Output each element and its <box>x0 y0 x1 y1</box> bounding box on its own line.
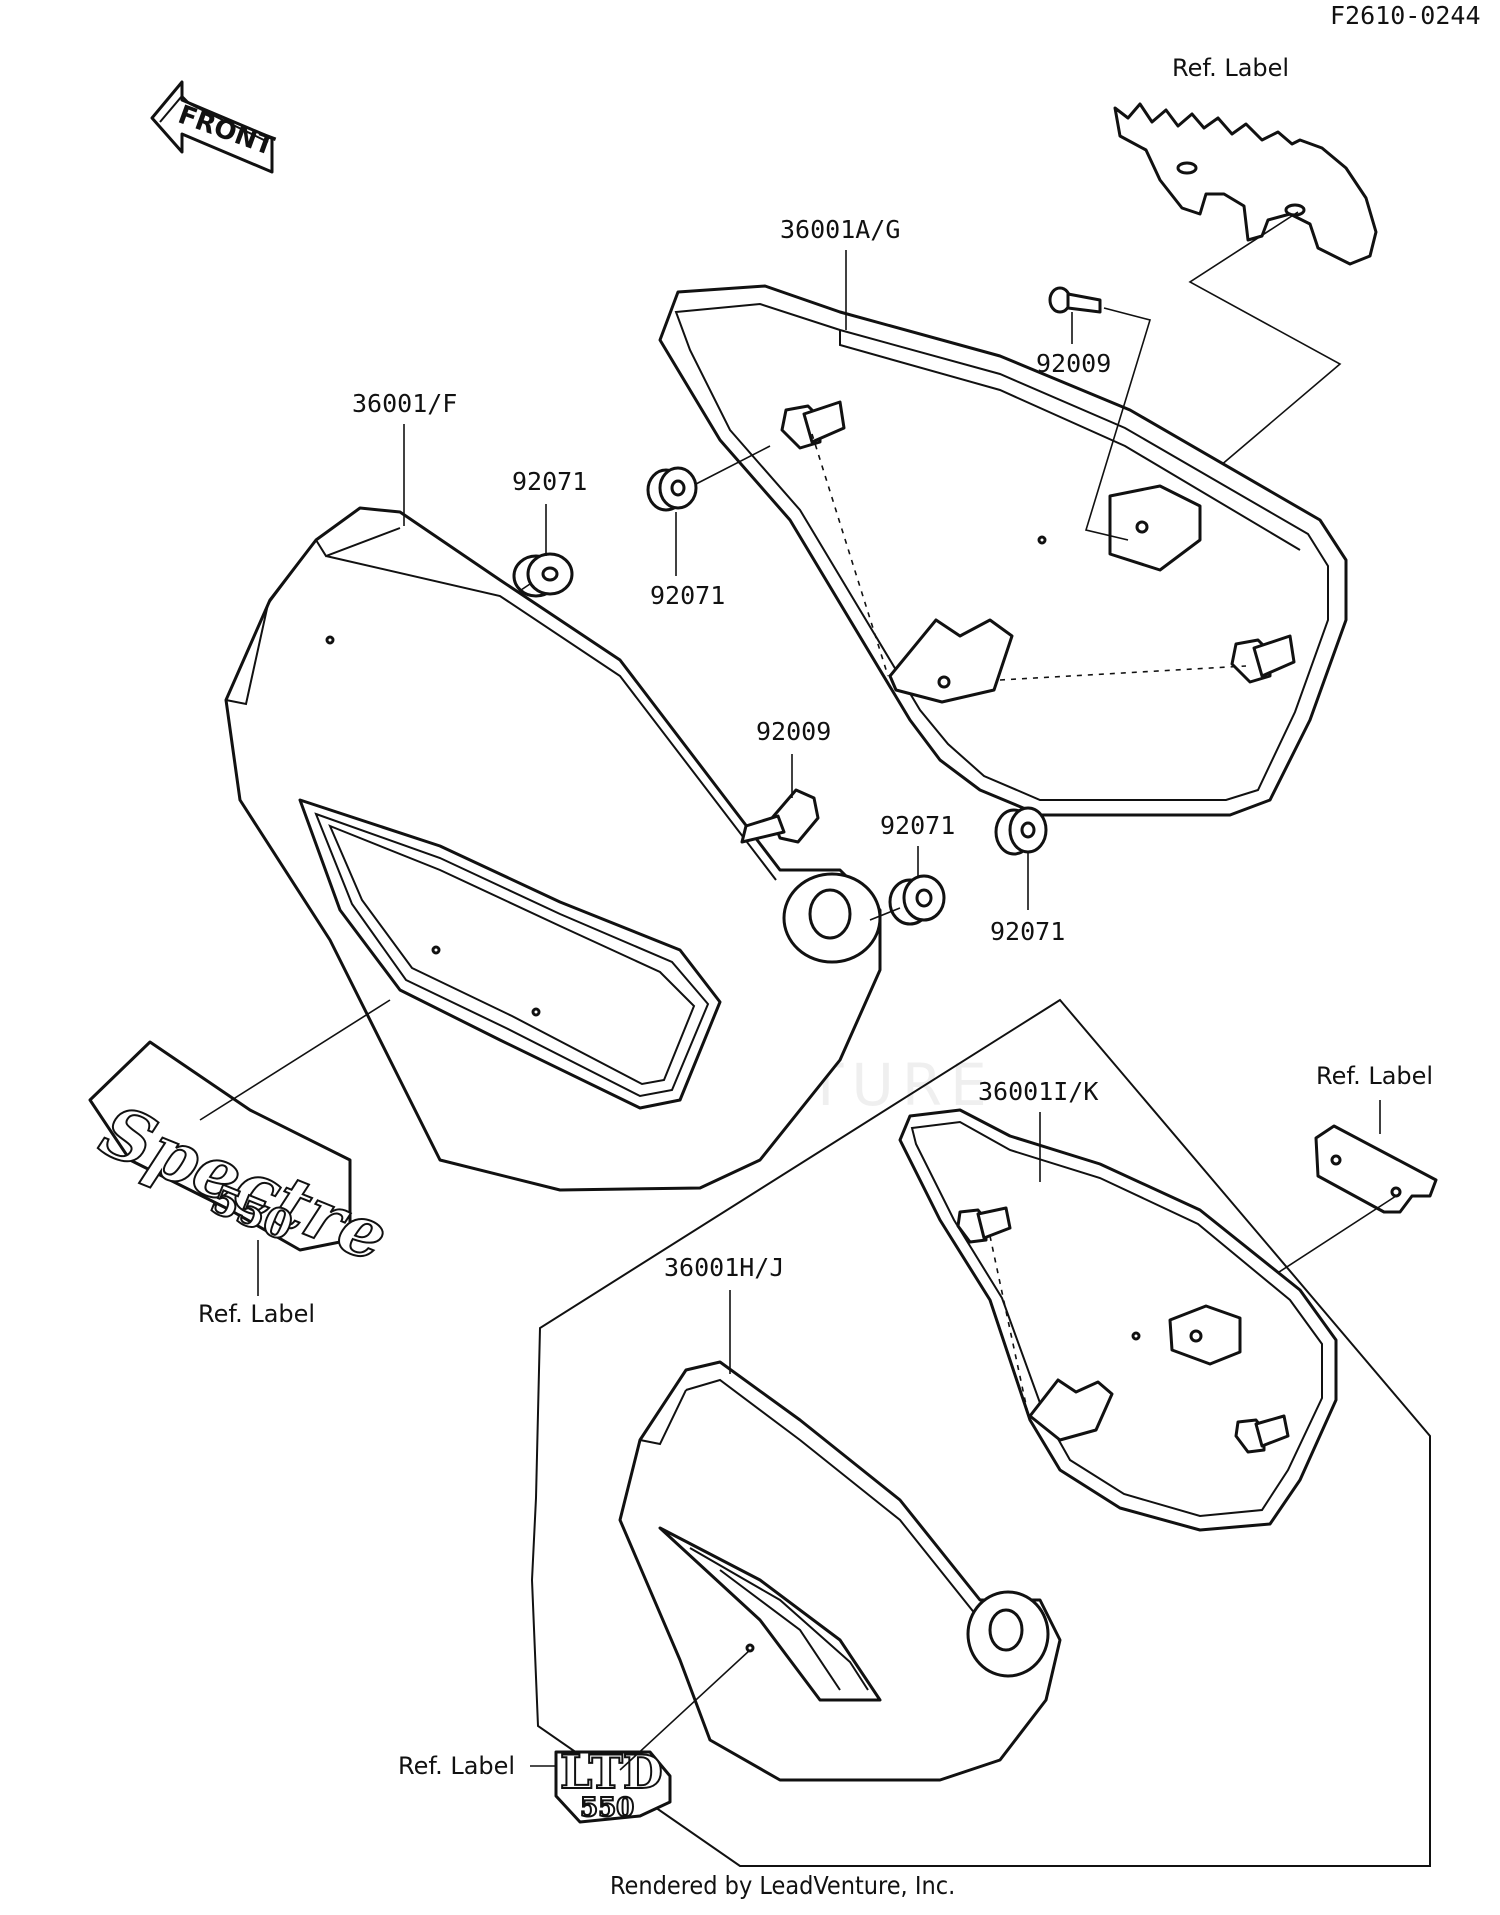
ltd-emblem-icon: LTD 550 <box>554 1744 672 1824</box>
side-cover-front-lower <box>618 1360 1062 1782</box>
ref-label-plate-mid <box>1314 1124 1438 1214</box>
footer-credit: Rendered by LeadVenture, Inc. <box>610 1871 955 1900</box>
part-label-grommet-1: 92071 <box>512 467 587 496</box>
front-arrow-icon: FRONT <box>150 80 278 174</box>
diagram-code: F2610-0244 <box>1330 1 1481 30</box>
bolt-upper-icon <box>1048 286 1102 314</box>
part-label-grommet-2: 92071 <box>650 581 725 610</box>
cover-peg-lower <box>1230 634 1296 684</box>
part-label-cover-rear-lower: 36001I/K <box>978 1077 1098 1106</box>
side-cover-rear-lower <box>898 1108 1338 1532</box>
ltd-emblem-number: 550 <box>580 1793 634 1823</box>
ref-label-mid-right: Ref. Label <box>1316 1062 1433 1090</box>
part-label-grommet-3: 92071 <box>880 811 955 840</box>
grommet-1-icon <box>646 466 698 512</box>
grommet-4-icon <box>994 806 1048 856</box>
cover-peg-upper <box>780 400 846 450</box>
grommet-2-icon <box>512 552 574 598</box>
part-label-grommet-4: 92071 <box>990 917 1065 946</box>
part-label-bolt-upper: 92009 <box>1036 349 1111 378</box>
ref-label-bottom-left: Ref. Label <box>398 1752 515 1780</box>
spectre-emblem-icon: Spectre 550 <box>88 1040 400 1279</box>
ltd-emblem-text: LTD <box>560 1745 663 1799</box>
part-label-bolt-middle: 92009 <box>756 717 831 746</box>
part-label-cover-front-lower: 36001H/J <box>664 1253 784 1282</box>
part-label-cover-rear-upper: 36001A/G <box>780 215 900 244</box>
cover-peg-lower-left <box>956 1206 1012 1244</box>
grommet-3-icon <box>888 874 946 926</box>
bolt-middle-icon <box>740 788 820 844</box>
cover-peg-lower-right <box>1234 1414 1290 1454</box>
ref-label-top-right: Ref. Label <box>1172 54 1289 82</box>
ref-label-left-emblem: Ref. Label <box>198 1300 315 1328</box>
ref-label-plate-top <box>1113 102 1378 266</box>
side-cover-front-upper <box>224 506 882 1192</box>
part-label-cover-front-upper: 36001/F <box>352 389 457 418</box>
side-cover-rear-upper <box>658 284 1348 817</box>
alternate-group-outline <box>530 998 1431 1867</box>
